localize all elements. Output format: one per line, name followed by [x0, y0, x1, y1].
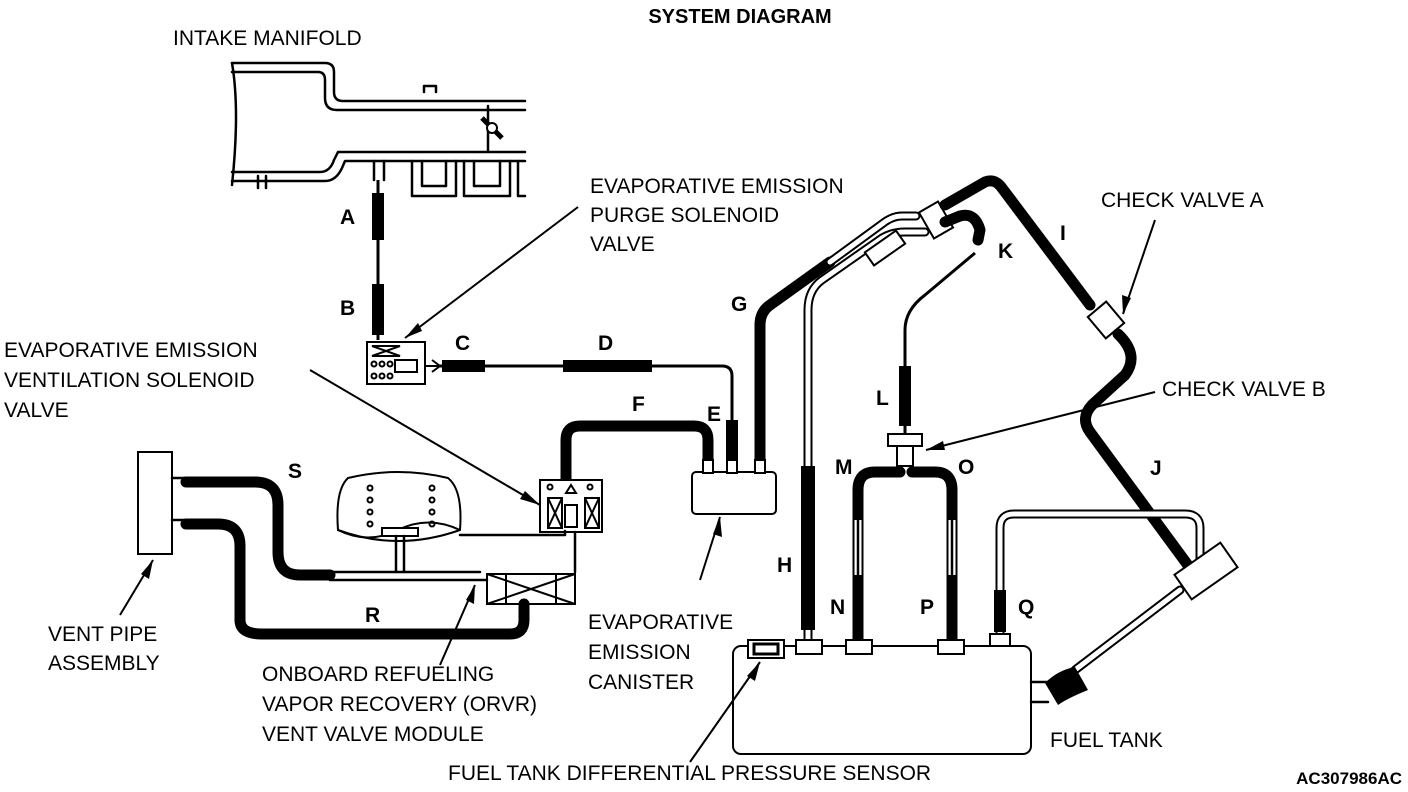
intake-manifold	[230, 61, 527, 198]
hose-label-f: F	[632, 393, 645, 416]
purge-solenoid-label-3: VALVE	[590, 233, 655, 256]
hose-cd	[440, 360, 738, 460]
hose-label-g: G	[731, 293, 747, 316]
orvr-label-2: VAPOR RECOVERY (ORVR)	[262, 693, 537, 716]
hose-g	[754, 256, 836, 466]
hose-label-d: D	[598, 332, 613, 355]
hose-label-q: Q	[1018, 596, 1034, 619]
hose-i	[939, 175, 1096, 311]
ventilation-solenoid-label-2: VENTILATION SOLENOID	[4, 369, 255, 392]
hose-label-h: H	[777, 554, 792, 577]
ventilation-solenoid-label-1: EVAPORATIVE EMISSION	[4, 339, 258, 362]
fuel-tank-label: FUEL TANK	[1050, 729, 1163, 752]
diagram-title: SYSTEM DIAGRAM	[648, 6, 831, 28]
hose-f	[560, 420, 714, 486]
hose-label-c: C	[455, 332, 470, 355]
hose-label-k: K	[998, 240, 1013, 263]
hose-label-j: J	[1150, 457, 1162, 480]
intake-manifold-label: INTAKE MANIFOLD	[173, 27, 362, 50]
purge-solenoid-label-2: PURGE SOLENOID	[590, 204, 779, 227]
hose-k	[939, 209, 986, 246]
check-valve-b	[887, 433, 923, 467]
canister-label-3: CANISTER	[588, 671, 694, 694]
figure-code: AC307986AC	[1296, 769, 1402, 788]
hose-label-p: P	[920, 596, 934, 619]
ventilation-solenoid-label-3: VALVE	[4, 399, 69, 422]
vent-pipe-label-2: ASSEMBLY	[48, 652, 160, 675]
canister-label-1: EVAPORATIVE	[588, 611, 733, 634]
orvr-label-1: ONBOARD REFUELING	[262, 663, 494, 686]
hose-o-p	[906, 466, 958, 646]
check-valve-a-label: CHECK VALVE A	[1101, 189, 1264, 212]
hose-label-r: R	[365, 604, 380, 627]
purge-solenoid-label-1: EVAPORATIVE EMISSION	[590, 175, 844, 198]
evaporative-canister	[691, 459, 777, 515]
purge-solenoid-valve	[366, 341, 442, 385]
check-valve-b-label: CHECK VALVE B	[1162, 378, 1326, 401]
hose-j	[1080, 328, 1196, 574]
hose-label-o: O	[958, 456, 974, 479]
vent-pipe-assembly	[137, 451, 188, 555]
fuel-tank	[732, 633, 1050, 755]
canister-label-2: EMISSION	[588, 641, 691, 664]
vent-pipe-label-1: VENT PIPE	[48, 623, 157, 646]
hose-label-b: B	[340, 297, 355, 320]
orvr-module	[328, 471, 577, 605]
pressure-sensor-label: FUEL TANK DIFFERENTIAL PRESSURE SENSOR	[448, 762, 931, 785]
hose-label-n: N	[830, 596, 845, 619]
hose-s	[180, 476, 336, 581]
hose-label-l: L	[876, 387, 889, 410]
hose-label-s: S	[288, 460, 302, 483]
ventilation-solenoid-valve	[539, 479, 603, 533]
hose-label-m: M	[835, 456, 853, 479]
hose-label-a: A	[340, 206, 355, 229]
hose-label-i: I	[1060, 222, 1066, 245]
hose-m-n	[852, 466, 906, 646]
hose-r	[180, 518, 530, 640]
hose-label-e: E	[707, 403, 721, 426]
orvr-label-3: VENT VALVE MODULE	[262, 723, 484, 746]
